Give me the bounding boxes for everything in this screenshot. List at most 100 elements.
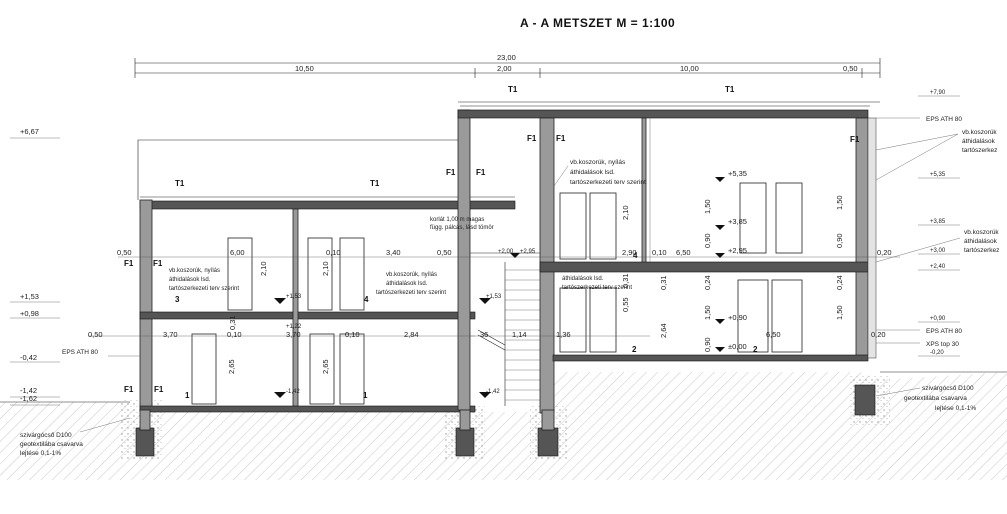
level-p535-inner: +5,35 xyxy=(728,169,747,178)
tag-t1-a: T1 xyxy=(175,179,185,188)
dim-010b: 0,10 xyxy=(227,330,242,339)
note-drain-left-3: lejtése 0,1-1% xyxy=(20,450,61,457)
vdim-024b: 0,24 xyxy=(835,275,844,290)
level-p790: +7,90 xyxy=(930,90,946,96)
vdim-150c: 1,50 xyxy=(703,305,712,320)
annotations-left: EPS ATH 80 szivárgócső D100 geotextilába… xyxy=(20,159,646,457)
note-vb-right-mid-3: tartószerkez xyxy=(964,247,999,254)
vertical-dimensions: 2,10 2,10 2,65 2,65 0,31 2,10 1,50 1,50 … xyxy=(227,195,844,374)
tag-num-2b: 2 xyxy=(753,345,758,354)
note-drain-right-1: szivárgócső D100 xyxy=(922,385,974,392)
vdim-150b: 1,50 xyxy=(835,195,844,210)
tag-t1-d: T1 xyxy=(725,85,735,94)
tag-f1-d: F1 xyxy=(476,168,486,177)
level-p240: +2,40 xyxy=(930,264,946,270)
note-vb-mid-upper-3: tartószerkezeti terv szerint xyxy=(570,179,646,186)
level-p090-inner: +0,90 xyxy=(728,313,747,322)
dim-290: 2,90 xyxy=(622,248,637,257)
level-p300: +3,00 xyxy=(930,248,946,254)
drawing-title: A - A METSZET M = 1:100 xyxy=(520,16,675,30)
level-p200: +2,00 xyxy=(498,249,514,255)
level-m142-stair: -1,42 xyxy=(486,389,500,395)
vdim-090c: 0,90 xyxy=(703,337,712,352)
note-drain-left-1: szivárgócső D100 xyxy=(20,432,72,439)
tag-f1-h: F1 xyxy=(154,385,164,394)
dim-010a: 0,10 xyxy=(326,248,341,257)
level-p667: +6,67 xyxy=(20,127,39,136)
dim-370a: 3,70 xyxy=(163,330,178,339)
level-p385: +3,85 xyxy=(930,219,946,225)
level-m142-inner: -1,42 xyxy=(286,389,300,395)
tag-t1-b: T1 xyxy=(370,179,380,188)
level-p153: +1,53 xyxy=(20,292,39,301)
vdim-055: 0,55 xyxy=(621,297,630,312)
vdim-150d: 1,50 xyxy=(835,305,844,320)
note-vb-mid-upper-2: áthidalások lsd. xyxy=(570,169,615,176)
inner-dimensions: 0,50 6,00 0,10 3,40 0,50 2,90 0,10 6,50 … xyxy=(88,248,900,339)
level-p153-inner: +1,53 xyxy=(286,294,302,300)
tag-f1-a: F1 xyxy=(527,134,537,143)
level-m162: -1,62 xyxy=(20,394,37,403)
level-p295-stair: +2,95 xyxy=(520,249,536,255)
tag-num-1a: 1 xyxy=(185,391,190,400)
level-p153-stair: +1,53 xyxy=(486,294,502,300)
tag-f1-f: F1 xyxy=(153,259,163,268)
note-vb-right-top-1: vb.koszorúk xyxy=(962,129,997,136)
dim-segment-3: 10,00 xyxy=(680,64,699,73)
level-p090: +0,90 xyxy=(930,316,946,322)
note-vb-right-lower-2: tartószerkezeti terv szerint xyxy=(562,285,632,291)
vdim-024a: 0,24 xyxy=(703,275,712,290)
dim-370b: 3,70 xyxy=(286,330,301,339)
dim-650b: 6,50 xyxy=(766,330,781,339)
dimension-chain: 23,00 10,50 2,00 10,00 0,50 xyxy=(134,53,881,78)
vdim-090b: 0,90 xyxy=(835,233,844,248)
note-eps-left: EPS ATH 80 xyxy=(62,349,98,356)
note-vb-left-room-2: áthidalások lsd. xyxy=(169,277,211,283)
dim-050b: 0,50 xyxy=(437,248,452,257)
vdim-265b: 2,65 xyxy=(321,359,330,374)
dim-284: 2,84 xyxy=(404,330,419,339)
dim-020b: 0,20 xyxy=(871,330,886,339)
level-triangles xyxy=(274,177,725,398)
vdim-150a: 1,50 xyxy=(703,199,712,214)
note-eps-right-bottom: EPS ATH 80 xyxy=(926,328,962,335)
vdim-264: 2,64 xyxy=(659,323,668,338)
dim-segment-4: 0,50 xyxy=(843,64,858,73)
note-vb-right-lower-1: áthidalások lsd. xyxy=(562,276,604,282)
tag-f1-e: F1 xyxy=(124,259,134,268)
vdim-210c: 2,10 xyxy=(621,205,630,220)
note-drain-right-3: lejtése 0,1-1% xyxy=(935,405,976,412)
level-p000-inner: ±0,00 xyxy=(728,342,747,351)
level-p295-inner: +2,95 xyxy=(728,246,747,255)
note-vb-mid-upper-1: vb.koszorúk, nyílás xyxy=(570,159,626,166)
dim-010d: 0,10 xyxy=(652,248,667,257)
dim-650a: 6,50 xyxy=(676,248,691,257)
note-vb-right-mid-2: áthidalások xyxy=(964,238,998,245)
vdim-210b: 2,10 xyxy=(321,261,330,276)
level-m020: -0,20 xyxy=(930,350,944,356)
note-vb-right-mid-1: vb.koszorúk xyxy=(964,229,999,236)
tag-f1-g: F1 xyxy=(124,385,134,394)
dim-036: 36 xyxy=(480,330,488,339)
levels-inner: +1,53 +1,22 -1,42 +1,53 -1,42 +2,95 +5,3… xyxy=(286,169,747,395)
dim-114: 1,14 xyxy=(512,330,527,339)
note-vb-right-top-3: tartószerkez xyxy=(962,147,997,154)
levels-left: +6,67 +1,53 +0,98 -0,42 -1,42 -1,62 xyxy=(10,127,60,406)
note-drain-right-2: geotextilába csavarva xyxy=(904,395,967,402)
dim-136: 1,36 xyxy=(556,330,571,339)
vdim-265a: 2,65 xyxy=(227,359,236,374)
note-drain-left-2: geotextilába csavarva xyxy=(20,441,83,448)
dim-050a: 0,50 xyxy=(117,248,132,257)
stair-core xyxy=(470,252,540,406)
level-p385-inner: +3,85 xyxy=(728,217,747,226)
dim-segment-1: 10,50 xyxy=(295,64,314,73)
note-vb-right-top-2: áthidalások xyxy=(962,138,996,145)
vdim-090a: 0,90 xyxy=(703,233,712,248)
dim-600: 6,00 xyxy=(230,248,245,257)
note-vb-mid-room-1: vb.koszorúk, nyílás xyxy=(386,272,437,278)
level-p122: +1,22 xyxy=(286,324,302,330)
vdim-031a: 0,31 xyxy=(228,315,237,330)
note-eps-right-top: EPS ATH 80 xyxy=(926,116,962,123)
tag-num-3: 3 xyxy=(175,295,180,304)
vdim-031b: 0,31 xyxy=(621,273,630,288)
